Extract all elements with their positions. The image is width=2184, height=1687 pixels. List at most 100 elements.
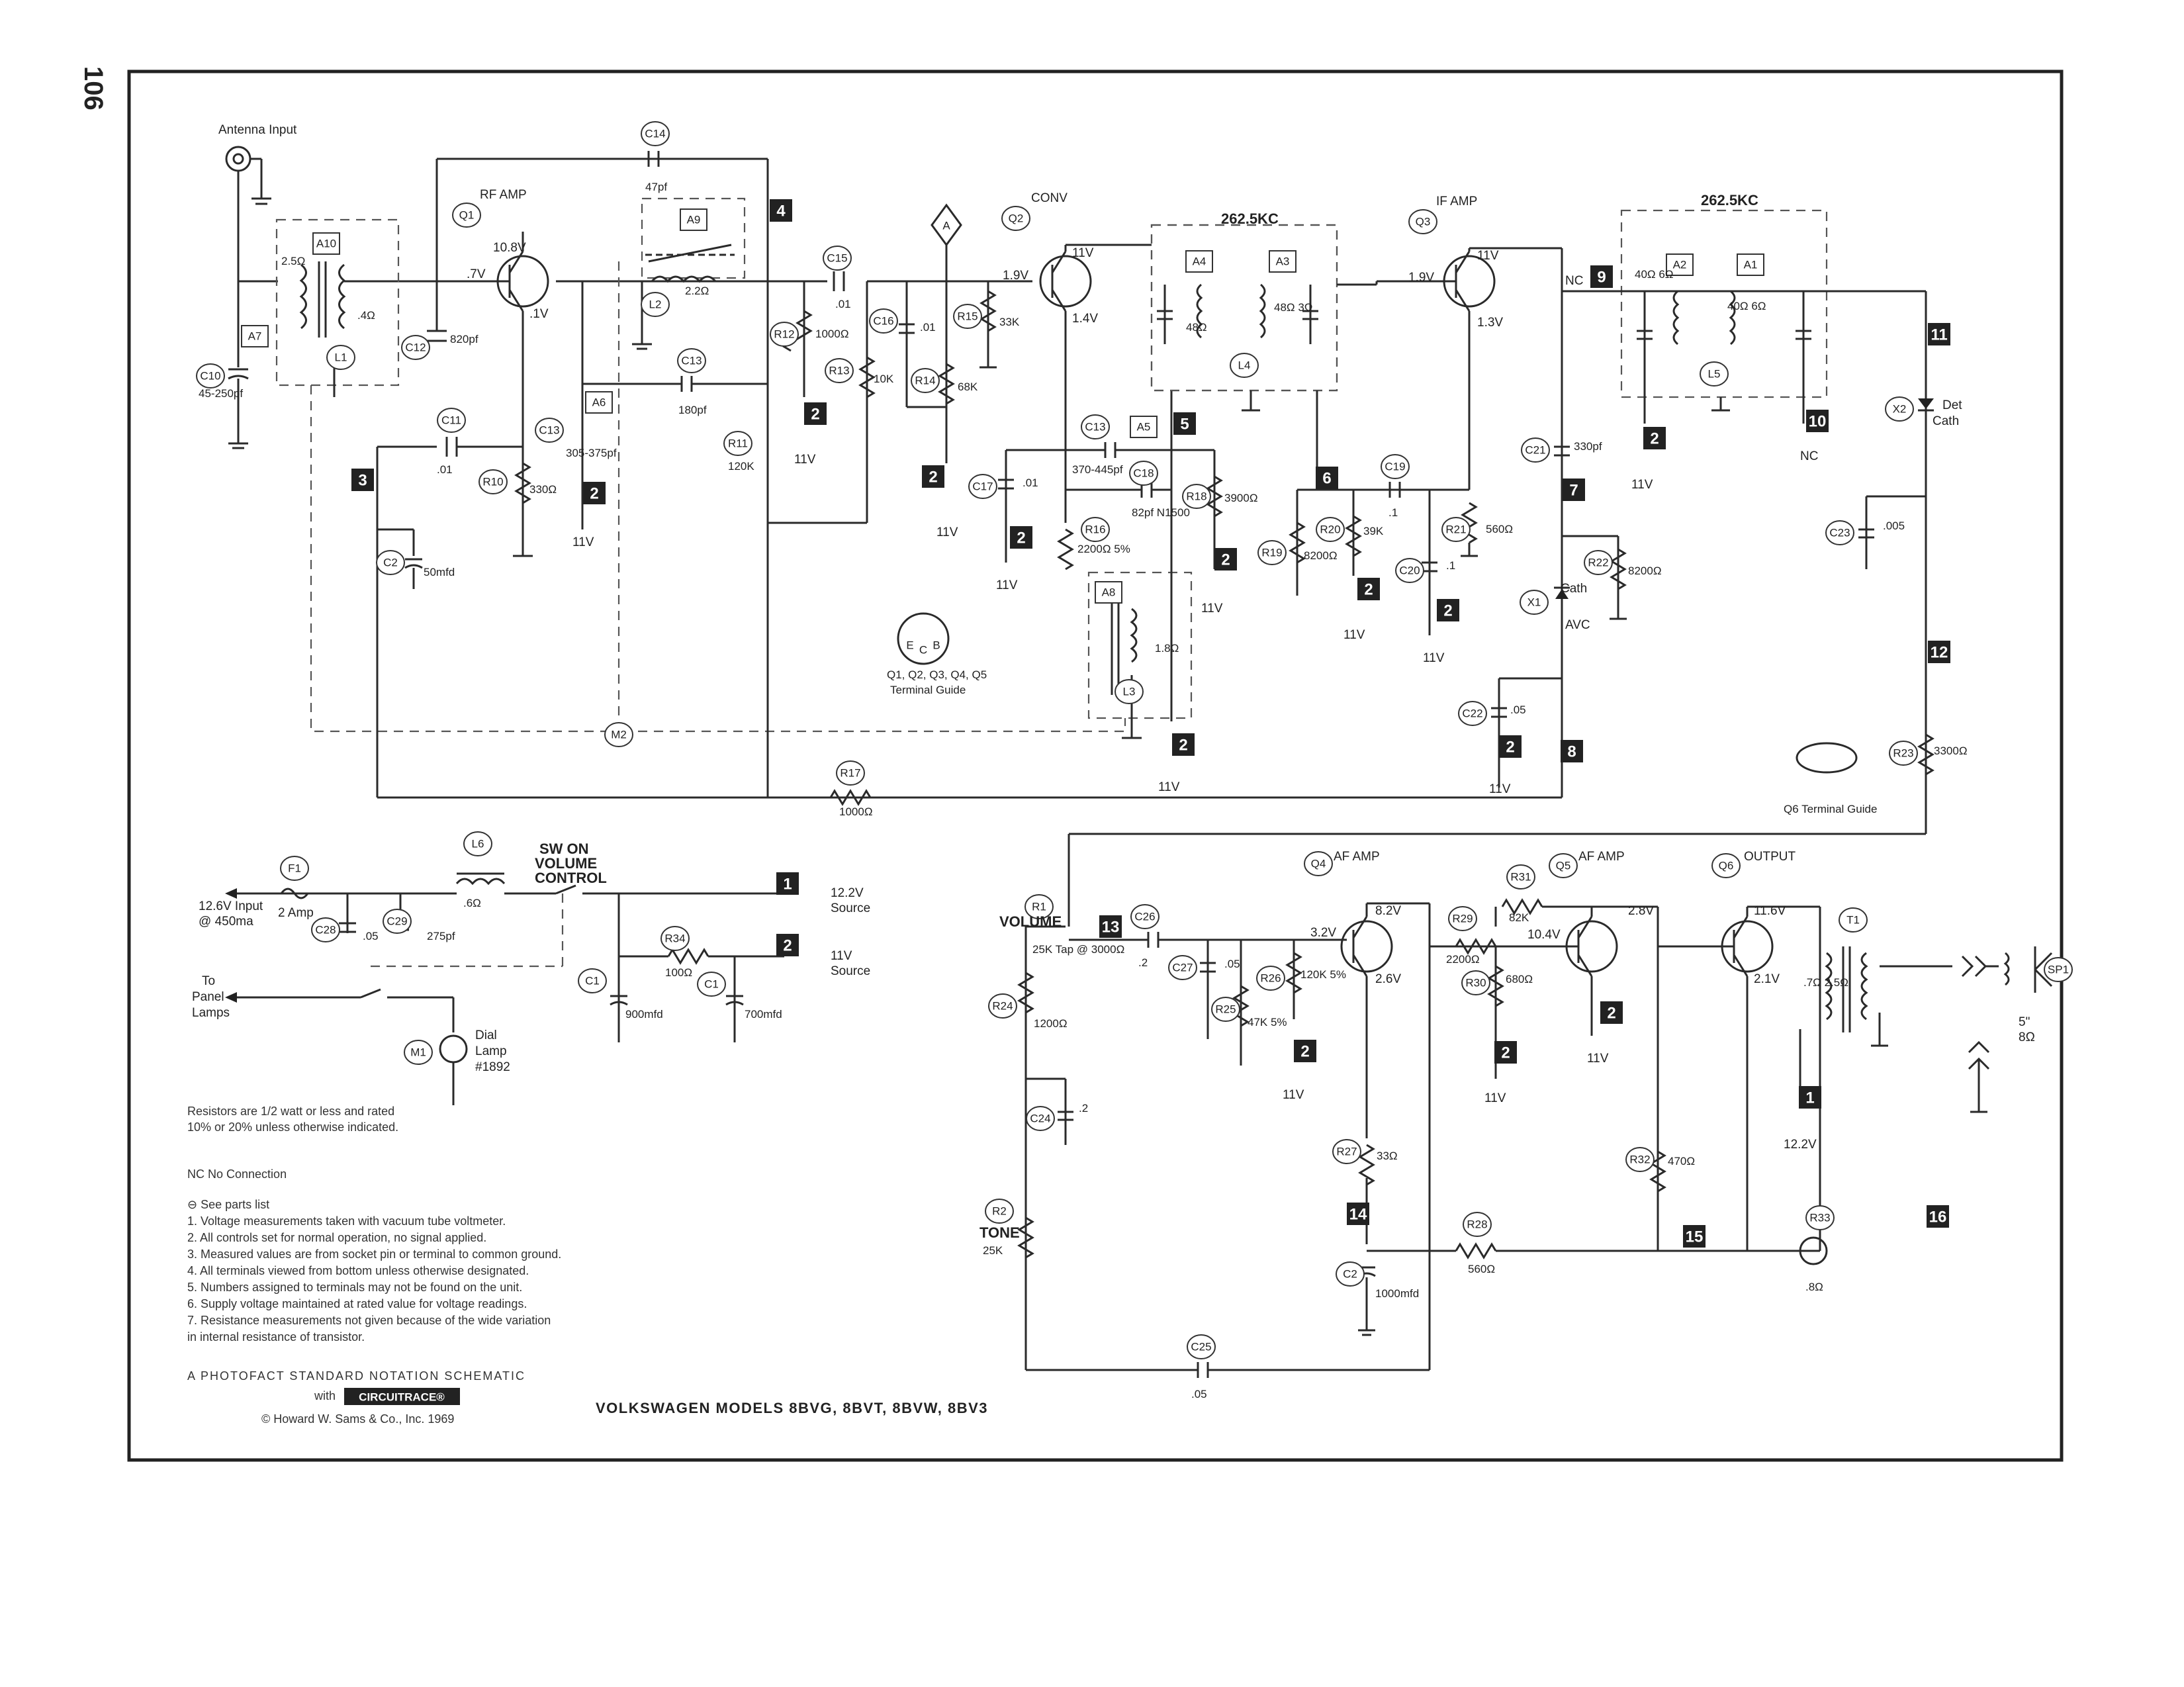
- component-id: C12: [405, 342, 426, 354]
- component-value: .7Ω 2.5Ω: [1803, 976, 1848, 989]
- component-x2: X2: [1885, 396, 1914, 422]
- component-id: Q6: [1719, 860, 1734, 872]
- svg-text:2 Amp: 2 Amp: [278, 906, 314, 920]
- svg-text:6: 6: [1322, 470, 1331, 488]
- terminal-15: 15: [1683, 1225, 1706, 1248]
- svg-text:with: with: [314, 1389, 336, 1402]
- terminal-5: 5: [1173, 412, 1196, 435]
- svg-text:11V: 11V: [1343, 628, 1365, 642]
- svg-text:8.2V: 8.2V: [1375, 904, 1401, 918]
- component-id: R19: [1261, 547, 1282, 559]
- component-id: L2: [649, 298, 662, 311]
- component-id: C14: [645, 128, 665, 140]
- component-r19: R19 8200Ω: [1257, 540, 1338, 565]
- terminal-2: 2: [1294, 1040, 1316, 1062]
- svg-text:C: C: [919, 644, 927, 657]
- component-value: 3900Ω: [1224, 492, 1258, 504]
- component-id: M1: [410, 1046, 426, 1059]
- component-a5: A5: [1130, 416, 1158, 438]
- svg-text:13: 13: [1102, 919, 1120, 936]
- component-c22: C22 .05: [1458, 701, 1526, 726]
- terminal-2: 2: [1643, 427, 1666, 449]
- svg-text:7: 7: [1569, 482, 1578, 500]
- component-value: .4Ω: [357, 309, 375, 322]
- component-value: .1: [1446, 559, 1455, 572]
- component-id: C17: [972, 480, 993, 493]
- component-id: C15: [827, 252, 847, 265]
- component-id: C13: [1085, 421, 1105, 433]
- component-value: .05: [1510, 704, 1526, 716]
- svg-text:E: E: [906, 639, 913, 652]
- svg-text:2: 2: [1607, 1005, 1615, 1023]
- component-id: Q1: [459, 209, 475, 222]
- component-id: A1: [1744, 259, 1758, 271]
- component-c13c: C13 370-445pf: [1072, 414, 1123, 476]
- component-value: .005: [1883, 520, 1905, 532]
- component-id: R17: [840, 767, 860, 780]
- component-a6: A6: [585, 391, 613, 414]
- component-id: A5: [1137, 421, 1151, 433]
- svg-text:Source: Source: [831, 964, 870, 978]
- component-id: R18: [1186, 490, 1206, 503]
- component-id: C28: [315, 924, 336, 936]
- component-value: .6Ω: [463, 897, 481, 909]
- terminal-16: 16: [1927, 1205, 1949, 1228]
- component-id: Q4: [1311, 858, 1326, 870]
- component-value: 900mfd: [625, 1008, 663, 1021]
- component-value: .8Ω: [1805, 1281, 1823, 1293]
- component-id: A3: [1276, 255, 1290, 268]
- component-value: 68K: [958, 381, 978, 393]
- component-value: 2200Ω 5%: [1077, 543, 1130, 555]
- component-value: .1: [1388, 506, 1398, 519]
- circuitrace-brand: CIRCUITRACE®: [359, 1391, 445, 1404]
- component-value: 2.5Ω: [281, 255, 305, 267]
- svg-text:11V: 11V: [1484, 1091, 1506, 1105]
- svg-text:2: 2: [783, 937, 792, 955]
- component-value: 470Ω: [1668, 1155, 1695, 1167]
- component-value: 370-445pf: [1072, 463, 1123, 476]
- component-value: 680Ω: [1506, 973, 1533, 985]
- svg-text:11V: 11V: [1489, 782, 1511, 796]
- stage-labels: RF AMP CONV IF AMP 262.5KC 262.5KC AF AM…: [192, 188, 2035, 1241]
- component-value: 100Ω: [665, 966, 692, 979]
- svg-text:2: 2: [1364, 581, 1373, 599]
- rf-section: Antenna Input: [218, 123, 1934, 835]
- component-id: C18: [1133, 467, 1154, 480]
- terminal-1: 1: [776, 872, 799, 895]
- svg-text:9: 9: [1597, 269, 1606, 287]
- component-id: X1: [1527, 596, 1541, 609]
- component-id: C10: [200, 370, 220, 383]
- svg-text:12: 12: [1931, 644, 1948, 662]
- note-item: 3. Measured values are from socket pin o…: [187, 1248, 561, 1261]
- terminal-2: 2: [922, 465, 944, 488]
- component-id: L3: [1123, 686, 1136, 698]
- svg-text:1: 1: [1805, 1089, 1814, 1107]
- if-freq-2-label: 262.5KC: [1701, 192, 1758, 208]
- component-q4: Q4: [1304, 851, 1333, 876]
- svg-text:NC: NC: [1800, 449, 1818, 463]
- component-id: C22: [1462, 707, 1482, 720]
- svg-text:#1892: #1892: [475, 1060, 510, 1074]
- svg-text:8Ω: 8Ω: [2019, 1030, 2035, 1044]
- component-c28: C28.05: [311, 917, 379, 942]
- svg-text:NC No Connection: NC No Connection: [187, 1167, 287, 1181]
- svg-text:Terminal Guide: Terminal Guide: [890, 684, 966, 696]
- svg-text:11.6V: 11.6V: [1754, 904, 1786, 918]
- terminal-4: 4: [770, 199, 792, 222]
- component-m2: M2: [604, 722, 633, 747]
- component-id: A7: [248, 330, 262, 343]
- svg-text:10% or 20% unless otherwise in: 10% or 20% unless otherwise indicated.: [187, 1120, 398, 1134]
- title-block: A PHOTOFACT STANDARD NOTATION SCHEMATIC …: [187, 1369, 987, 1426]
- component-value: .01: [920, 321, 936, 334]
- output-label: OUTPUT: [1744, 850, 1796, 864]
- component-id: R2: [992, 1205, 1007, 1218]
- component-value: 8200Ω: [1304, 549, 1338, 562]
